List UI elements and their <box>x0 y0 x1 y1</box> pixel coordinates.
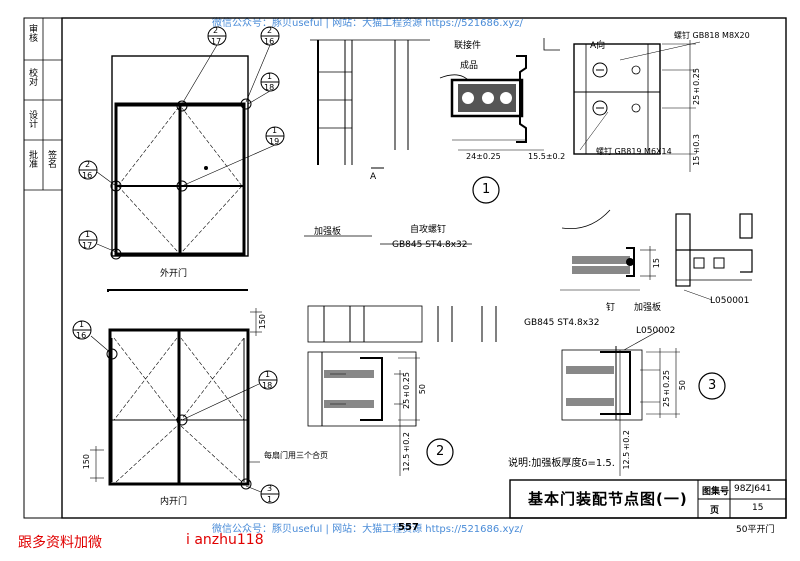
detail-2-section <box>304 235 497 476</box>
detail-3-screw-spec: GB845 ST4.8x32 <box>524 318 600 328</box>
view-a-label: A向 <box>590 41 606 51</box>
detail-3-plate-label: 加强板 <box>634 303 662 313</box>
thickness-note: 说明:加强板厚度δ=1.5. <box>508 458 615 469</box>
callout-top: 2 <box>85 160 91 169</box>
section-a-label: A <box>370 172 377 182</box>
detail-3-dim-15: 15 <box>652 258 661 269</box>
dim-v1: 25±0.25 <box>692 68 701 105</box>
detail-2-screw-label: 自攻螺钉 <box>410 225 447 235</box>
promo-left-text: 跟多资料加微 <box>18 535 102 551</box>
detail-2-number: 2 <box>436 444 445 459</box>
detail-3-screw-label: 钉 <box>606 303 616 313</box>
detail-3-section <box>560 209 753 476</box>
detail-3-dim-50: 50 <box>678 380 687 391</box>
callout-top: 1 <box>265 370 271 379</box>
callout-bottom: 16 <box>264 37 275 46</box>
finished-label: 成品 <box>460 61 479 71</box>
page-number: 15 <box>752 503 764 513</box>
inner-door-elevation <box>90 289 262 486</box>
part-l050002: L050002 <box>636 326 676 336</box>
callout-top: 2 <box>267 26 273 35</box>
atlas-label: 图集号 <box>702 487 730 497</box>
side-column-item: 批准 <box>27 150 37 168</box>
detail-3-dim-12: 12.5±0.2 <box>622 430 631 470</box>
callout-bottom: 18 <box>262 381 273 390</box>
title-block <box>509 479 787 519</box>
callout-bottom: 16 <box>82 171 93 180</box>
side-column-item: 签名 <box>46 150 56 168</box>
callout-top: 1 <box>267 72 273 81</box>
atlas-code: 98ZJ641 <box>734 484 772 494</box>
outer-door-caption: 外开门 <box>160 269 188 279</box>
callout-bottom: 1 <box>267 495 273 504</box>
hinge-note: 每扇门用三个合页 <box>264 451 328 460</box>
detail-3-marker <box>698 372 726 400</box>
dim-width: 24±0.25 <box>466 152 501 161</box>
dim-v2: 15±0.3 <box>692 134 701 166</box>
callout-top: 1 <box>79 320 85 329</box>
part-l050001: L050001 <box>710 296 750 306</box>
drawing-title: 基本门装配节点图(一) <box>528 490 688 508</box>
detail-3-number: 3 <box>708 378 717 393</box>
detail-1-marker <box>472 176 500 204</box>
callout-top: 1 <box>85 230 91 239</box>
side-column-item: 设计 <box>27 110 37 128</box>
detail-3-dim-25: 25±0.25 <box>662 370 671 407</box>
callout-bottom: 18 <box>264 83 275 92</box>
detail-2-marker <box>426 438 454 466</box>
page-number-label: 557 <box>398 522 419 533</box>
page-label: 页 <box>710 506 720 516</box>
detail-2-plate-label: 加强板 <box>314 227 342 237</box>
callout-top: 1 <box>272 126 278 135</box>
callout-top: 2 <box>213 26 219 35</box>
detail-2-dim-50: 50 <box>418 384 427 395</box>
outer-door-callouts <box>78 26 285 260</box>
detail-1-section <box>310 38 560 169</box>
series-label: 50平开门 <box>736 525 775 535</box>
callout-bottom: 19 <box>269 137 280 146</box>
side-column-item: 校对 <box>27 68 37 86</box>
detail-2-screw-spec: GB845 ST4.8x32 <box>392 240 468 250</box>
detail-2-dim-25: 25±0.25 <box>402 372 411 409</box>
promo-right-text: i anzhu118 <box>186 532 264 548</box>
outer-door-elevation <box>111 55 249 257</box>
screw-top-label: 螺钉 GB818 M8X20 <box>674 31 750 40</box>
detail-1-number: 1 <box>482 182 491 197</box>
dim-150-inner-top: 150 <box>258 314 267 330</box>
detail-2-dim-12: 12.5±0.2 <box>402 432 411 472</box>
connector-label: 联接件 <box>454 41 482 51</box>
dim-150-inner-bottom: 150 <box>82 454 91 470</box>
dim-right: 15.5±0.2 <box>528 152 566 161</box>
side-column-item: 审核 <box>27 24 37 42</box>
inner-door-callouts <box>72 320 280 504</box>
screw-bottom-label: 螺钉 GB819 M6X14 <box>596 147 672 156</box>
callout-top: 3 <box>267 484 273 493</box>
callout-bottom: 16 <box>76 331 87 340</box>
callout-bottom: 17 <box>211 37 222 46</box>
callout-bottom: 17 <box>82 241 93 250</box>
detail-1-view-a <box>472 40 701 204</box>
watermark-bottom: 微信公众号：豚贝useful | 网站：大猫工程资源 https://52168… <box>212 524 523 535</box>
watermark-top: 微信公众号：豚贝useful | 网站：大猫工程资源 https://52168… <box>212 18 523 29</box>
inner-door-caption: 内开门 <box>160 497 188 507</box>
